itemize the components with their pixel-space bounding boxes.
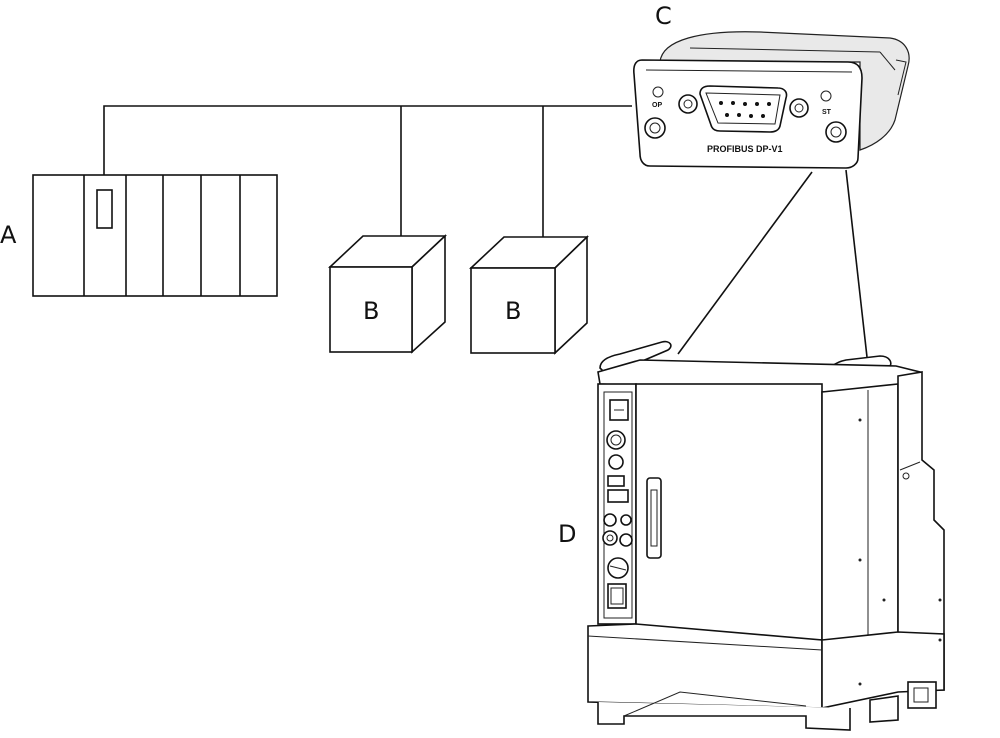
label-a: A [0, 221, 17, 249]
op-led-label: OP [652, 102, 662, 109]
label-c: C [655, 2, 672, 30]
module-mounting-lines [677, 169, 868, 358]
emergency-stop-icon [606, 430, 626, 450]
side-screws [858, 418, 942, 686]
connector-plate-icon [607, 583, 627, 609]
label-d: D [558, 520, 576, 548]
usb-port-icon [603, 513, 617, 527]
robot-controller-cabinet [587, 340, 945, 731]
st-led [820, 90, 832, 102]
door-handle [646, 477, 662, 559]
module-title: PROFIBUS DP-V1 [707, 144, 783, 154]
label-b-2: B [505, 297, 521, 325]
op-led [652, 86, 664, 98]
control-panel [602, 391, 633, 619]
slave-device-1: B [327, 234, 448, 354]
profibus-bus-cable [103, 105, 632, 237]
profibus-module: OP ST PROFIBUS DP-V [633, 31, 910, 169]
label-b-1: B [363, 297, 379, 325]
plc-rack [32, 174, 278, 297]
plc-master-card [96, 189, 113, 229]
st-led-label: ST [822, 109, 832, 116]
screw-right-icon [825, 121, 847, 143]
service-port-icon [602, 530, 618, 546]
slave-device-2: B [468, 235, 589, 355]
mode-selector-icon [608, 454, 624, 470]
db9-connector-icon [678, 85, 809, 133]
screw-left-icon [644, 117, 666, 139]
